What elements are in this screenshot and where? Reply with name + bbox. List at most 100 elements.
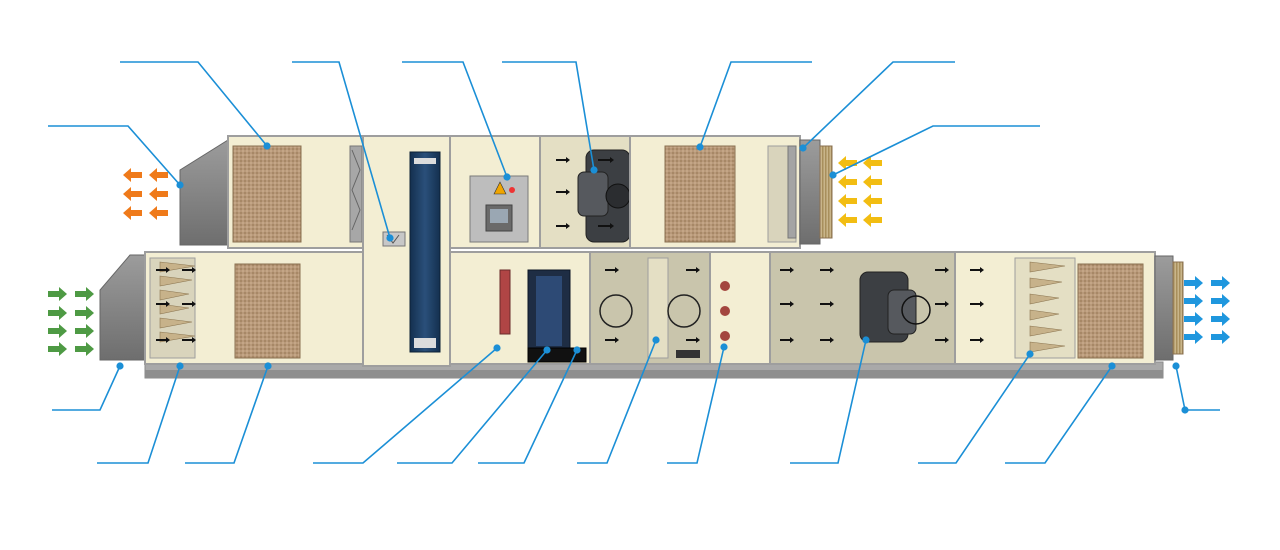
leader-line xyxy=(667,346,725,464)
leader-dot xyxy=(543,346,551,354)
airflow-indicators xyxy=(156,157,984,343)
leader-dot xyxy=(829,171,837,179)
flow-arrow xyxy=(838,194,857,208)
flow-arrow xyxy=(48,287,67,301)
airflow-tick-head xyxy=(980,301,984,307)
leader-line xyxy=(699,61,812,148)
airflow-tick-head xyxy=(566,157,570,163)
direction-arrows xyxy=(48,156,1230,356)
outdoor-inlet-louver xyxy=(819,145,833,239)
callout-leader xyxy=(829,125,1040,179)
leader-dot xyxy=(264,362,272,370)
leader-dot xyxy=(862,336,870,344)
flow-arrow xyxy=(123,206,142,220)
airflow-tick-head xyxy=(790,267,794,273)
final-bag-filter xyxy=(1029,261,1066,353)
callout-leader xyxy=(790,336,870,464)
airflow-tick-head xyxy=(566,223,570,229)
leader-dot xyxy=(1108,362,1116,370)
upper-filter-media-2 xyxy=(664,145,736,243)
callout-leaders xyxy=(48,61,1220,464)
fresh-air-arrows xyxy=(48,287,94,356)
upper-filter-media xyxy=(232,145,302,243)
airflow-tick-head xyxy=(192,301,196,307)
supply-air-arrows xyxy=(1184,276,1230,344)
airflow-tick-head xyxy=(192,337,196,343)
airflow-tick-head xyxy=(166,267,170,273)
callout-leader xyxy=(799,61,955,152)
leader-line xyxy=(120,61,268,147)
flow-arrow xyxy=(863,213,882,227)
flow-arrow xyxy=(48,306,67,320)
leader-line xyxy=(185,365,269,464)
leader-dot xyxy=(176,362,184,370)
airflow-tick-head xyxy=(192,267,196,273)
airflow-tick-head xyxy=(696,337,700,343)
leader-dot xyxy=(720,343,728,351)
callout-leader xyxy=(502,61,598,174)
damper-box xyxy=(382,231,406,247)
airflow-tick-head xyxy=(610,157,614,163)
callout-leader xyxy=(97,362,184,464)
leader-dot xyxy=(1172,362,1180,370)
leader-dot xyxy=(503,173,511,181)
callout-leader xyxy=(48,125,184,189)
flow-arrow xyxy=(1211,330,1230,344)
callout-leader xyxy=(918,350,1034,464)
outdoor-inlet-flange xyxy=(799,139,821,245)
leader-dot xyxy=(386,234,394,242)
callout-leader xyxy=(397,346,551,464)
callout-leader xyxy=(696,61,812,151)
flow-arrow xyxy=(75,287,94,301)
airflow-tick-head xyxy=(945,301,949,307)
leader-dot xyxy=(652,336,660,344)
final-filter-media xyxy=(1077,263,1144,359)
leader-line xyxy=(918,353,1031,464)
flow-arrow xyxy=(1184,276,1203,290)
airflow-tick-head xyxy=(615,337,619,343)
supply-outlet-flange xyxy=(1154,255,1174,361)
airflow-tick-head xyxy=(830,267,834,273)
flow-arrow xyxy=(149,206,168,220)
callout-leader xyxy=(185,362,272,464)
callout-leader xyxy=(577,336,660,464)
leader-line xyxy=(577,339,657,464)
leader-line xyxy=(802,61,955,149)
flow-arrow xyxy=(1184,312,1203,326)
callout-leader xyxy=(1172,362,1220,411)
callout-leader xyxy=(478,346,581,464)
leader-dot xyxy=(1026,350,1034,358)
exhaust-outlet-hood xyxy=(179,139,229,246)
flow-arrow xyxy=(123,187,142,201)
airflow-tick-head xyxy=(830,301,834,307)
leader-line xyxy=(48,125,181,186)
leader-dot xyxy=(573,346,581,354)
leader-dot xyxy=(696,143,704,151)
airflow-tick-head xyxy=(696,267,700,273)
airflow-tick-head xyxy=(566,189,570,195)
leader-dot xyxy=(493,344,501,352)
heat-exchanger-core xyxy=(409,151,441,353)
airflow-tick-head xyxy=(980,267,984,273)
leader-line xyxy=(502,61,595,171)
flow-arrow xyxy=(1184,330,1203,344)
flow-arrow xyxy=(1184,294,1203,308)
flow-arrow xyxy=(75,306,94,320)
callout-leader xyxy=(120,61,271,150)
callout-leader xyxy=(667,343,728,464)
leader-dot xyxy=(590,166,598,174)
airflow-tick-head xyxy=(830,337,834,343)
leader-line xyxy=(832,125,1040,176)
outdoor-air-arrows xyxy=(838,156,882,227)
flow-arrow xyxy=(1211,312,1230,326)
flow-arrow xyxy=(838,156,857,170)
airflow-tick-head xyxy=(790,301,794,307)
exhaust-air-arrows xyxy=(123,168,168,220)
callout-leader xyxy=(313,344,501,464)
flow-arrow xyxy=(1211,294,1230,308)
callout-leader xyxy=(1005,362,1116,464)
leader-dot xyxy=(116,362,124,370)
leader-line xyxy=(1175,365,1220,411)
